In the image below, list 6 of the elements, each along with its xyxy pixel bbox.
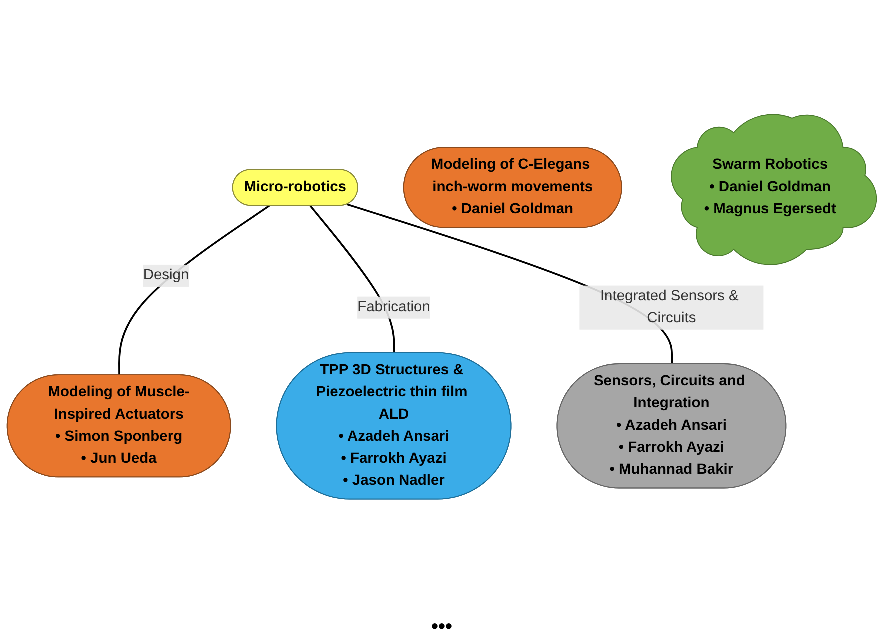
connector xyxy=(118,205,270,376)
connector xyxy=(347,204,674,364)
edge-label: Design xyxy=(143,268,190,284)
edge-label: Fabrication xyxy=(358,300,430,316)
continuation-dots: ••• xyxy=(431,616,452,638)
edge-label: Integrated Sensors & Circuits xyxy=(600,288,739,326)
